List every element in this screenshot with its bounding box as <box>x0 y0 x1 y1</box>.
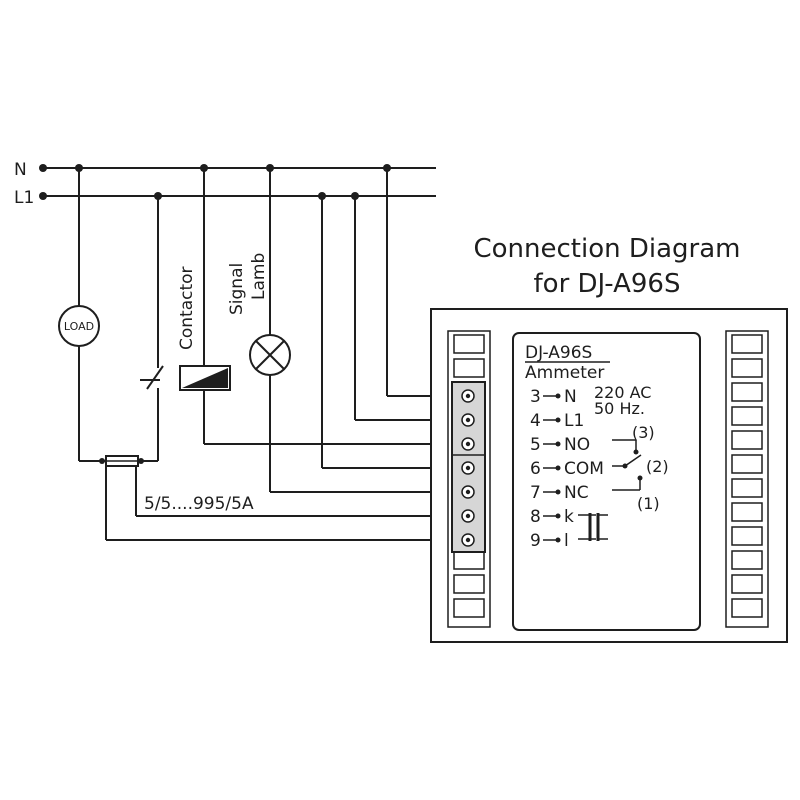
terminal-name: k <box>564 507 574 527</box>
supply-frequency: 50 Hz. <box>594 399 645 418</box>
right-slot-column <box>725 330 769 628</box>
diagram-title-line2: for DJ-A96S <box>534 269 681 299</box>
panel-ct-symbol <box>578 513 608 541</box>
terminal-screw-center <box>465 489 471 495</box>
load-branch: LOAD <box>58 168 164 462</box>
terminal-number: 8 <box>530 507 541 527</box>
contact-nc-mark: (1) <box>637 494 660 513</box>
terminal-name: L1 <box>564 411 584 431</box>
ct-ratio-label: 5/5....995/5A <box>144 494 254 514</box>
supply-voltage: 220 AC <box>594 383 651 402</box>
relay-contact-symbol: (3) (2) (1) <box>612 423 669 513</box>
terminal-name: NO <box>564 435 590 455</box>
terminal-name: NC <box>564 483 589 503</box>
terminal-point <box>555 489 561 495</box>
contact-com-mark: (2) <box>646 457 669 476</box>
terminal-number: 5 <box>530 435 541 455</box>
power-lines: N L1 <box>14 160 436 208</box>
contactor-branch: Contactor <box>177 168 436 445</box>
terminal-name: l <box>564 531 569 551</box>
right-slot <box>731 382 763 402</box>
terminal-screw-center <box>465 465 471 471</box>
right-slot <box>731 598 763 618</box>
load-label: LOAD <box>64 320 94 333</box>
terminal-screw-center <box>465 537 471 543</box>
device-housing: DJ-A96S Ammeter 3 N 4 L1 5 NO 6 COM 7 NC 8 k 9 l 220 … <box>430 308 788 643</box>
terminal-number: 3 <box>530 387 541 407</box>
terminal-point <box>555 513 561 519</box>
left-slot <box>453 598 485 618</box>
diagram-title-line1: Connection Diagram <box>473 234 740 264</box>
right-slot <box>731 454 763 474</box>
terminal-number: 6 <box>530 459 541 479</box>
right-slot <box>731 406 763 426</box>
terminal-block <box>451 381 486 553</box>
right-slot <box>731 334 763 354</box>
right-slot <box>731 526 763 546</box>
terminal-point <box>555 417 561 423</box>
terminal-name: COM <box>564 459 604 479</box>
current-transformer: 5/5....995/5A <box>99 455 436 541</box>
left-slot <box>453 574 485 594</box>
contact-no-mark: (3) <box>632 423 655 442</box>
terminal-screw-center <box>465 417 471 423</box>
device-front-panel <box>512 332 701 631</box>
terminal-point <box>555 441 561 447</box>
terminal-name: N <box>564 387 577 407</box>
contactor-label: Contactor <box>177 266 197 350</box>
lamb-label: Lamb <box>249 253 269 300</box>
right-slot <box>731 502 763 522</box>
right-slot <box>731 478 763 498</box>
terminal-screw-center <box>465 393 471 399</box>
signal-label: Signal <box>227 263 247 315</box>
device-model: DJ-A96S <box>525 343 592 363</box>
terminal-list: 3 N 4 L1 5 NO 6 COM 7 NC 8 k 9 l <box>530 387 604 551</box>
line-n-label: N <box>14 160 27 180</box>
terminal-number: 7 <box>530 483 541 503</box>
terminal-screw-center <box>465 513 471 519</box>
line-l1-label: L1 <box>14 188 34 208</box>
terminal-point <box>555 393 561 399</box>
terminal-point <box>555 465 561 471</box>
left-slot <box>453 550 485 570</box>
signal-lamp-branch: Signal Lamb <box>227 168 436 493</box>
terminal-number: 9 <box>530 531 541 551</box>
device-supply-wiring <box>321 168 436 469</box>
device-type: Ammeter <box>525 363 604 383</box>
left-slot <box>453 334 485 354</box>
terminal-screw-center <box>465 441 471 447</box>
right-slot <box>731 358 763 378</box>
terminal-number: 4 <box>530 411 541 431</box>
right-slot <box>731 574 763 594</box>
terminal-point <box>555 537 561 543</box>
right-slot <box>731 430 763 450</box>
right-slot <box>731 550 763 570</box>
left-slot <box>453 358 485 378</box>
